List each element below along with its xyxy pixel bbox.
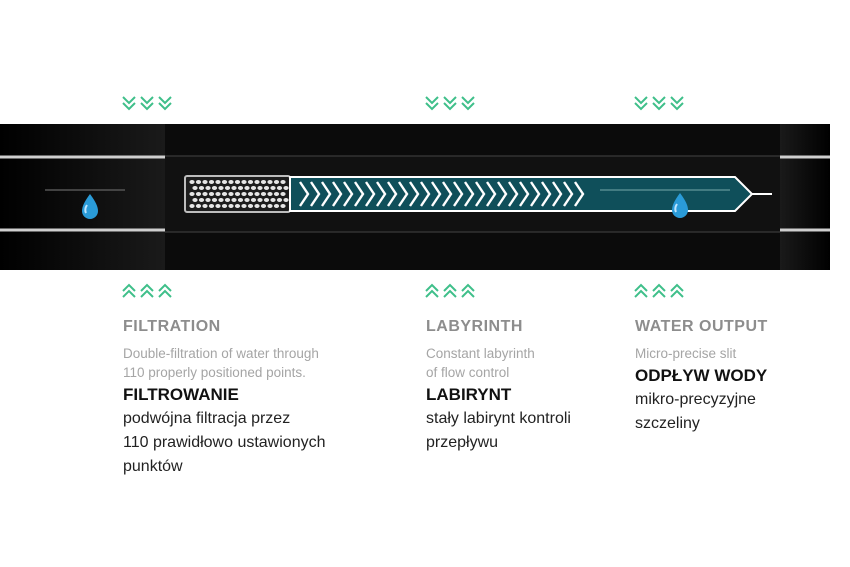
chevron-down-icon bbox=[425, 96, 439, 111]
section-desc-en: Double-filtration of water through 110 p… bbox=[123, 346, 319, 380]
section-desc-pl: stały labirynt kontroli przepływu bbox=[426, 410, 571, 451]
chevron-up-icon bbox=[158, 283, 172, 298]
up-arrows-labyrinth bbox=[425, 283, 475, 301]
section-desc-pl: mikro-precyzyjne szczeliny bbox=[635, 391, 756, 432]
chevron-down-icon bbox=[634, 96, 648, 111]
chevron-down-icon bbox=[122, 96, 136, 111]
down-arrows-filtration bbox=[122, 95, 172, 113]
chevron-up-icon bbox=[122, 283, 136, 298]
section-title-pl: ODPŁYW WODY bbox=[635, 366, 768, 385]
section-desc-en: Constant labyrinth of flow control bbox=[426, 346, 535, 380]
water-drop-icon bbox=[672, 193, 688, 218]
section-title-pl: LABIRYNT bbox=[426, 385, 512, 404]
chevron-down-icon bbox=[443, 96, 457, 111]
chevron-down-icon bbox=[140, 96, 154, 111]
chevron-up-icon bbox=[140, 283, 154, 298]
down-arrows-output bbox=[634, 95, 684, 113]
section-water-output: WATER OUTPUT Micro-precise slit ODPŁYW W… bbox=[635, 318, 835, 436]
filter-block bbox=[184, 175, 291, 213]
section-desc-pl: podwójna filtracja przez 110 prawidłowo … bbox=[123, 410, 326, 475]
section-title-pl: FILTROWANIE bbox=[123, 385, 239, 404]
dripper-pipe-illustration bbox=[0, 124, 830, 270]
chevron-down-icon bbox=[670, 96, 684, 111]
up-arrows-output bbox=[634, 283, 684, 301]
water-drop-icon bbox=[82, 194, 98, 219]
section-labyrinth: LABYRINTH Constant labyrinth of flow con… bbox=[426, 318, 626, 455]
section-title-en: WATER OUTPUT bbox=[635, 318, 768, 335]
chevron-down-icon bbox=[461, 96, 475, 111]
section-title-en: FILTRATION bbox=[123, 318, 221, 335]
chevron-up-icon bbox=[461, 283, 475, 298]
chevron-down-icon bbox=[652, 96, 666, 111]
chevron-up-icon bbox=[652, 283, 666, 298]
chevron-up-icon bbox=[425, 283, 439, 298]
chevron-up-icon bbox=[670, 283, 684, 298]
labyrinth-channel bbox=[289, 176, 772, 212]
down-arrows-labyrinth bbox=[425, 95, 475, 113]
section-desc-en: Micro-precise slit bbox=[635, 346, 737, 361]
chevron-down-icon bbox=[158, 96, 172, 111]
chevron-up-icon bbox=[634, 283, 648, 298]
up-arrows-filtration bbox=[122, 283, 172, 301]
chevron-up-icon bbox=[443, 283, 457, 298]
section-title-en: LABYRINTH bbox=[426, 318, 523, 335]
section-filtration: FILTRATION Double-filtration of water th… bbox=[123, 318, 403, 479]
